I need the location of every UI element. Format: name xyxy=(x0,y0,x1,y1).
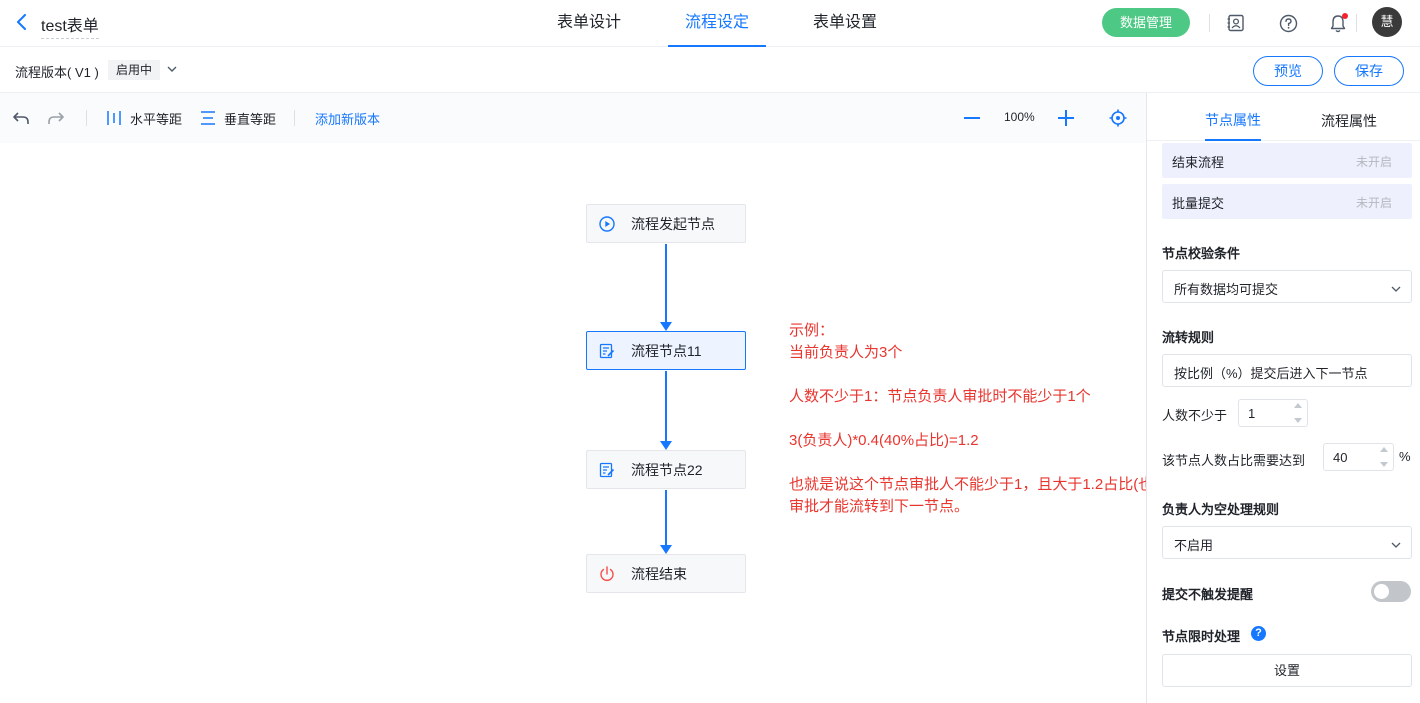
arrow-head-icon xyxy=(660,545,672,554)
tab-form-settings[interactable]: 表单设置 xyxy=(812,14,877,31)
form-title[interactable]: test表单 xyxy=(41,12,99,39)
help-icon[interactable]: ? xyxy=(1251,626,1266,641)
flow-connector xyxy=(665,371,667,443)
chevron-down-icon xyxy=(1390,538,1402,554)
horizontal-spacing-label: 水平等距 xyxy=(130,111,183,127)
min-people-input[interactable]: 1 xyxy=(1238,399,1308,427)
tab-flow-properties[interactable]: 流程属性 xyxy=(1321,113,1377,129)
no-reminder-toggle[interactable] xyxy=(1371,581,1411,602)
time-limit-title: 节点限时处理 xyxy=(1162,629,1241,644)
arrow-head-icon xyxy=(660,441,672,450)
flow-node-end[interactable]: 流程结束 xyxy=(586,554,746,593)
avatar[interactable]: 慧 xyxy=(1372,7,1402,37)
properties-panel: 节点属性 流程属性 结束流程 未开启 批量提交 未开启 节点校验条件 所有数据均… xyxy=(1146,93,1420,703)
undo-icon[interactable] xyxy=(11,108,31,128)
time-limit-settings-button[interactable]: 设置 xyxy=(1162,654,1412,687)
panel-tabs: 节点属性 流程属性 xyxy=(1147,93,1420,141)
example-annotation: 示例： 当前负责人为3个 人数不少于1：节点负责人审批时不能少于1个 3(负责人… xyxy=(789,320,1227,518)
tab-node-properties[interactable]: 节点属性 xyxy=(1205,93,1261,141)
back-arrow-icon[interactable] xyxy=(12,12,32,32)
main-tabs: 表单设计 流程设定 表单设置 xyxy=(540,0,924,47)
annotation-line: 审批才能流转到下一节点。 xyxy=(789,498,970,515)
zoom-out-icon[interactable] xyxy=(962,108,982,128)
batch-submit-status: 未开启 xyxy=(1355,196,1392,210)
number-stepper[interactable] xyxy=(1293,403,1303,423)
add-new-version-link[interactable]: 添加新版本 xyxy=(315,112,381,127)
annotation-line: 当前负责人为3个 xyxy=(789,344,903,361)
flow-node-22[interactable]: 流程节点22 xyxy=(586,450,746,489)
notification-dot xyxy=(1342,13,1348,19)
node-label: 流程节点22 xyxy=(631,461,703,478)
play-circle-icon xyxy=(598,215,616,233)
flow-canvas xyxy=(0,143,1146,703)
version-label: 流程版本( V1 ) xyxy=(15,65,99,80)
ratio-label: 该节点人数占比需要达到 xyxy=(1162,453,1306,468)
contact-card-icon[interactable] xyxy=(1225,12,1247,34)
arrow-head-icon xyxy=(660,322,672,331)
save-button[interactable]: 保存 xyxy=(1334,56,1404,86)
tab-form-design[interactable]: 表单设计 xyxy=(556,14,621,31)
min-people-label: 人数不少于 xyxy=(1162,408,1228,423)
annotation-line: 3(负责人)*0.4(40%占比)=1.2 xyxy=(789,432,979,449)
empty-owner-rule-select[interactable]: 不启用 xyxy=(1162,526,1412,559)
annotation-line: 也就是说这个节点审批人不能少于1，且大于1.2占比(也就是2个人) xyxy=(789,476,1227,493)
end-flow-row[interactable]: 结束流程 未开启 xyxy=(1162,143,1412,178)
status-badge: 启用中 xyxy=(108,60,161,80)
toggle-knob xyxy=(1374,584,1389,599)
vertical-spacing-label: 垂直等距 xyxy=(224,111,277,127)
version-bar: 流程版本( V1 ) 启用中 预览 保存 xyxy=(0,47,1420,93)
chevron-down-icon xyxy=(1390,282,1402,298)
empty-owner-rule-title: 负责人为空处理规则 xyxy=(1162,502,1280,517)
batch-submit-row[interactable]: 批量提交 未开启 xyxy=(1162,184,1412,219)
notification-bell-icon[interactable] xyxy=(1327,12,1349,34)
preview-button[interactable]: 预览 xyxy=(1253,56,1323,86)
ratio-input[interactable]: 40 xyxy=(1323,443,1394,471)
vertical-spacing-button[interactable]: 垂直等距 xyxy=(200,108,276,128)
divider xyxy=(1209,14,1210,32)
edit-doc-icon xyxy=(598,461,616,479)
end-flow-status: 未开启 xyxy=(1355,155,1392,169)
horizontal-spacing-icon xyxy=(106,110,122,126)
no-reminder-title: 提交不触发提醒 xyxy=(1162,587,1254,602)
batch-submit-label: 批量提交 xyxy=(1172,196,1225,211)
flow-connector xyxy=(665,490,667,547)
flow-connector xyxy=(665,244,667,324)
tab-flow-settings[interactable]: 流程设定 xyxy=(668,0,766,47)
select-value: 不启用 xyxy=(1174,538,1214,553)
horizontal-spacing-button[interactable]: 水平等距 xyxy=(106,108,182,128)
number-stepper[interactable] xyxy=(1379,447,1389,467)
zoom-level: 100% xyxy=(1004,110,1035,124)
locate-center-icon[interactable] xyxy=(1108,108,1128,128)
annotation-line: 示例： xyxy=(789,322,835,339)
flow-node-11[interactable]: 流程节点11 xyxy=(586,331,746,370)
power-icon xyxy=(598,565,616,583)
node-label: 流程结束 xyxy=(631,565,687,582)
check-condition-title: 节点校验条件 xyxy=(1162,246,1241,261)
redo-icon[interactable] xyxy=(46,108,66,128)
edit-doc-icon xyxy=(598,342,616,360)
vertical-spacing-icon xyxy=(200,110,216,126)
chevron-down-icon[interactable] xyxy=(166,62,178,78)
divider xyxy=(86,110,87,126)
check-condition-select[interactable]: 所有数据均可提交 xyxy=(1162,270,1412,303)
select-value: 所有数据均可提交 xyxy=(1174,282,1279,297)
input-value: 40 xyxy=(1333,450,1348,465)
top-header: test表单 表单设计 流程设定 表单设置 数据管理 慧 xyxy=(0,0,1420,47)
end-flow-label: 结束流程 xyxy=(1172,155,1225,170)
transfer-rule-title: 流转规则 xyxy=(1162,330,1215,345)
select-value: 按比例（%）提交后进入下一节点 xyxy=(1174,366,1368,381)
node-label: 流程发起节点 xyxy=(631,215,715,232)
divider xyxy=(294,110,295,126)
help-circle-icon[interactable] xyxy=(1277,12,1299,34)
transfer-rule-select[interactable]: 按比例（%）提交后进入下一节点 xyxy=(1162,354,1412,387)
zoom-in-icon[interactable] xyxy=(1056,108,1076,128)
ratio-unit: % xyxy=(1399,449,1411,464)
annotation-line: 人数不少于1：节点负责人审批时不能少于1个 xyxy=(789,388,1091,405)
flow-node-start[interactable]: 流程发起节点 xyxy=(586,204,746,243)
canvas-toolbar: 水平等距 垂直等距 添加新版本 100% xyxy=(0,93,1146,143)
input-value: 1 xyxy=(1248,406,1256,421)
divider xyxy=(1356,14,1357,32)
node-label: 流程节点11 xyxy=(631,342,702,359)
data-manage-button[interactable]: 数据管理 xyxy=(1102,8,1190,37)
